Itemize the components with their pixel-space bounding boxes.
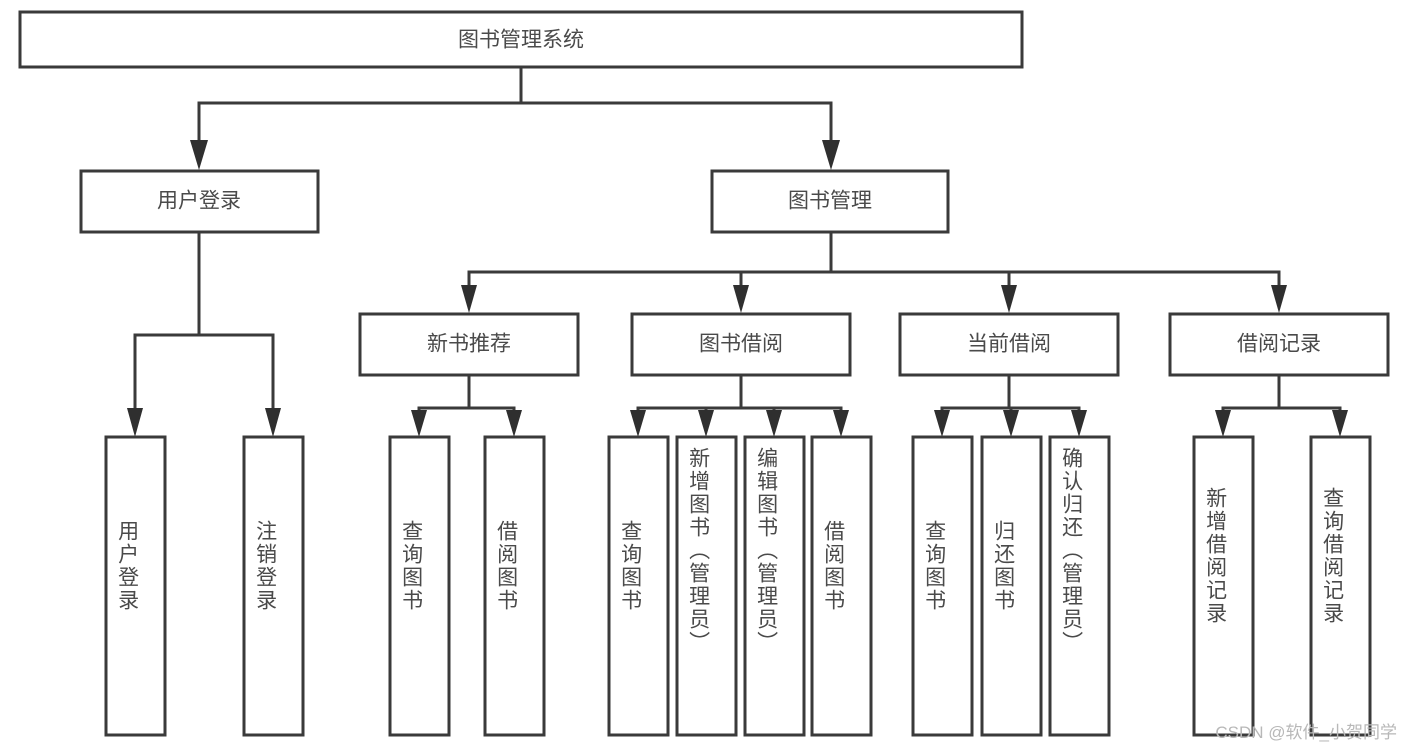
- node-leaf-query-borrow-record-label: 查询借阅记录: [1321, 487, 1345, 625]
- connector-group-book-borrow: [630, 374, 849, 437]
- node-leaf-query-borrow-record[interactable]: 查询借阅记录: [1309, 435, 1372, 737]
- node-root-system[interactable]: 图书管理系统: [18, 10, 1024, 69]
- node-book-borrow-box[interactable]: [630, 312, 852, 377]
- connector-group-new-book-recommend: [411, 374, 522, 437]
- node-leaf-query-book-3-box[interactable]: [911, 435, 974, 737]
- node-leaf-user-login-label: 用户登录: [116, 520, 140, 612]
- node-leaf-borrow-book-1-box[interactable]: [483, 435, 546, 737]
- node-leaf-borrow-book-1[interactable]: 借阅图书: [483, 435, 546, 737]
- node-new-book-recommend[interactable]: 新书推荐: [358, 312, 580, 377]
- node-borrow-record[interactable]: 借阅记录: [1168, 312, 1390, 377]
- node-leaf-return-book-box[interactable]: [980, 435, 1043, 737]
- node-book-management[interactable]: 图书管理: [710, 169, 950, 234]
- node-leaf-edit-book-admin-label: 编辑图书（管理员）: [755, 447, 779, 654]
- node-current-borrow[interactable]: 当前借阅: [898, 312, 1120, 377]
- node-leaf-borrow-book-1-label: 借阅图书: [495, 520, 519, 612]
- node-leaf-logout-login-label: 注销登录: [254, 520, 278, 612]
- node-leaf-query-book-1[interactable]: 查询图书: [388, 435, 451, 737]
- node-leaf-query-book-1-box[interactable]: [388, 435, 451, 737]
- node-leaf-logout-login[interactable]: 注销登录: [242, 435, 305, 737]
- node-leaf-logout-login-box[interactable]: [242, 435, 305, 737]
- node-user-login-label: 用户登录: [157, 190, 241, 213]
- csdn-watermark: CSDN @软件_小贺同学: [1215, 723, 1397, 742]
- connector-group-user-login: [127, 231, 281, 437]
- node-current-borrow-label: 当前借阅: [967, 333, 1051, 356]
- node-leaf-add-book-admin-box[interactable]: [675, 435, 738, 737]
- node-leaf-confirm-return-admin-label: 确认归还（管理员）: [1060, 447, 1084, 654]
- node-leaf-return-book[interactable]: 归还图书: [980, 435, 1043, 737]
- node-leaf-query-borrow-record-box[interactable]: [1309, 435, 1372, 737]
- node-user-login-box[interactable]: [79, 169, 320, 234]
- node-book-borrow-label: 图书借阅: [699, 333, 783, 356]
- node-leaf-query-book-1-label: 查询图书: [400, 520, 424, 612]
- connector-group-borrow-record: [1215, 374, 1348, 437]
- arrow-head-leaf-borrow-book-2: [833, 410, 849, 437]
- arrow-head-book-borrow: [733, 285, 749, 313]
- arrow-head-leaf-logout-login: [265, 408, 281, 437]
- node-leaf-user-login[interactable]: 用户登录: [104, 435, 167, 737]
- arrow-head-new-book-recommend: [461, 285, 477, 313]
- node-leaf-confirm-return-admin-box[interactable]: [1048, 435, 1111, 737]
- node-leaf-query-book-2-label: 查询图书: [619, 520, 643, 612]
- arrow-head-user-login: [190, 140, 208, 170]
- arrow-head-book-management: [822, 140, 840, 170]
- connector-group-root: [190, 66, 840, 170]
- node-root-system-label: 图书管理系统: [458, 29, 584, 52]
- node-leaf-edit-book-admin-box[interactable]: [743, 435, 806, 737]
- node-leaf-return-book-label: 归还图书: [992, 520, 1016, 612]
- arrow-head-leaf-query-book-1: [411, 410, 427, 437]
- node-user-login[interactable]: 用户登录: [79, 169, 320, 234]
- node-leaf-borrow-book-2[interactable]: 借阅图书: [810, 435, 873, 737]
- node-leaf-confirm-return-admin[interactable]: 确认归还（管理员）: [1048, 435, 1111, 737]
- arrow-head-leaf-add-borrow-record: [1215, 410, 1231, 437]
- node-book-management-label: 图书管理: [788, 190, 872, 213]
- node-leaf-add-borrow-record-label: 新增借阅记录: [1204, 487, 1228, 625]
- node-leaf-add-book-admin[interactable]: 新增图书（管理员）: [675, 435, 738, 737]
- node-new-book-recommend-box[interactable]: [358, 312, 580, 377]
- node-leaf-edit-book-admin[interactable]: 编辑图书（管理员）: [743, 435, 806, 737]
- node-book-borrow[interactable]: 图书借阅: [630, 312, 852, 377]
- node-leaf-add-book-admin-label: 新增图书（管理员）: [687, 447, 711, 654]
- node-borrow-record-box[interactable]: [1168, 312, 1390, 377]
- node-leaf-borrow-book-2-label: 借阅图书: [822, 520, 846, 612]
- arrow-head-leaf-add-book-admin: [698, 410, 714, 437]
- node-leaf-add-borrow-record[interactable]: 新增借阅记录: [1192, 435, 1255, 737]
- arrow-head-leaf-query-book-2: [630, 410, 646, 437]
- arrow-head-leaf-query-book-3: [934, 410, 950, 437]
- arrow-head-leaf-return-book: [1003, 410, 1019, 437]
- node-leaf-query-book-3-label: 查询图书: [923, 520, 947, 612]
- arrow-head-leaf-confirm-return-admin: [1071, 410, 1087, 437]
- arrow-head-current-borrow: [1001, 285, 1017, 313]
- arrow-head-leaf-edit-book-admin: [766, 410, 782, 437]
- node-leaf-query-book-3[interactable]: 查询图书: [911, 435, 974, 737]
- node-new-book-recommend-label: 新书推荐: [427, 333, 511, 356]
- arrow-head-leaf-borrow-book-1: [506, 410, 522, 437]
- arrow-head-leaf-query-borrow-record: [1332, 410, 1348, 437]
- node-root-system-box[interactable]: [18, 10, 1024, 69]
- node-leaf-user-login-box[interactable]: [104, 435, 167, 737]
- node-leaf-query-book-2[interactable]: 查询图书: [607, 435, 670, 737]
- node-leaf-borrow-book-2-box[interactable]: [810, 435, 873, 737]
- arrow-head-borrow-record: [1271, 285, 1287, 313]
- node-leaf-query-book-2-box[interactable]: [607, 435, 670, 737]
- node-leaf-add-borrow-record-box[interactable]: [1192, 435, 1255, 737]
- arrow-head-leaf-user-login: [127, 408, 143, 437]
- connector-group-book-management: [461, 231, 1287, 313]
- node-book-management-box[interactable]: [710, 169, 950, 234]
- node-borrow-record-label: 借阅记录: [1237, 333, 1321, 356]
- node-current-borrow-box[interactable]: [898, 312, 1120, 377]
- connector-group-current-borrow: [934, 374, 1087, 437]
